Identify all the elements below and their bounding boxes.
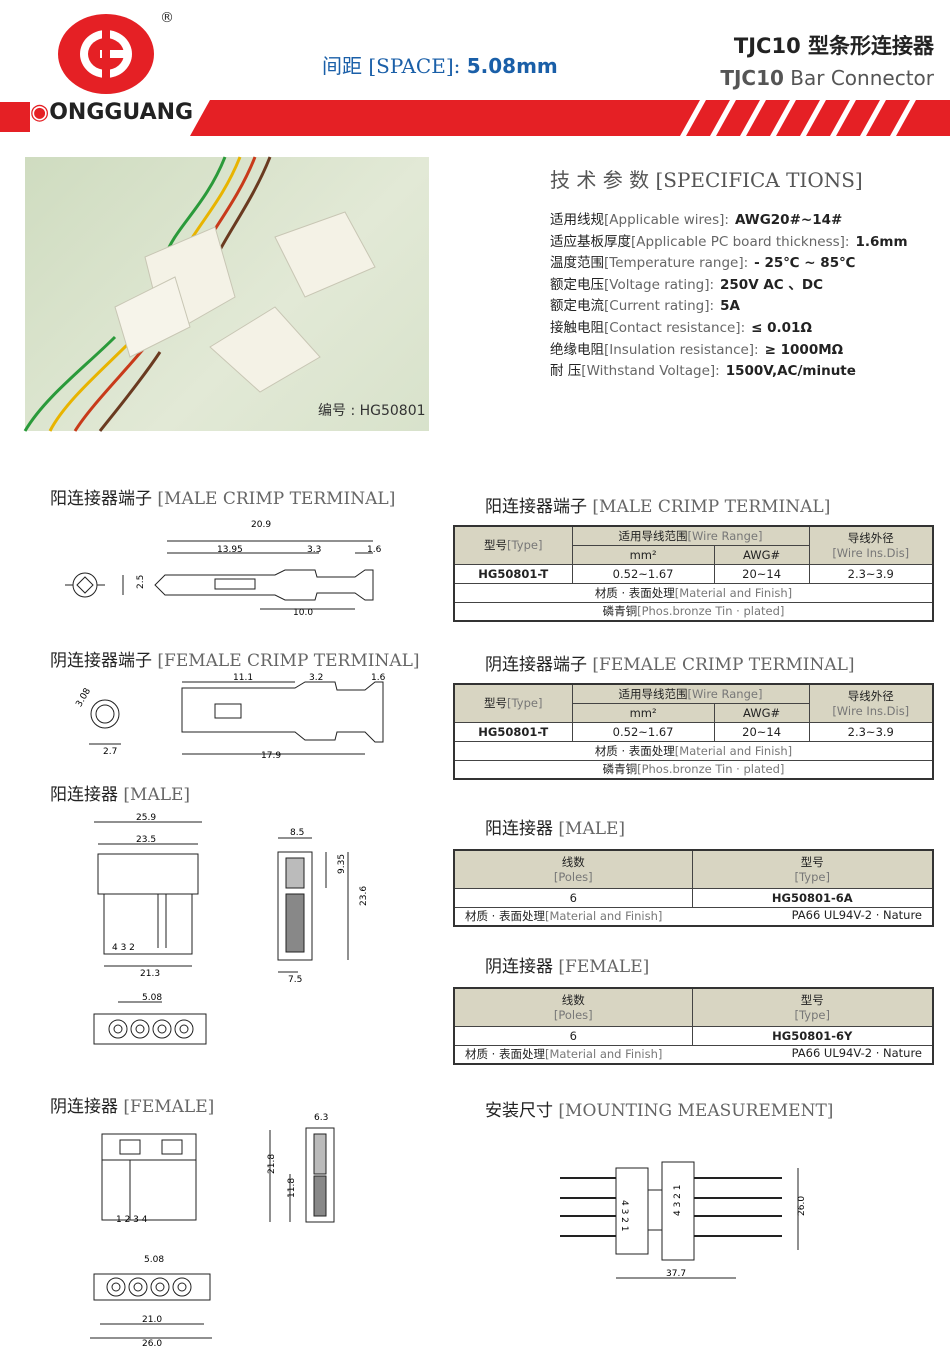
dim-mounting-width: 37.7 [666,1269,686,1279]
spec-row: 温度范围[Temperature range]: - 25℃ ~ 85℃ [550,251,855,271]
heading-female-right: 阴连接器 [FEMALE] [485,957,650,977]
heading-male-terminal-left: 阳连接器端子 [MALE CRIMP TERMINAL] [50,489,396,509]
female-terminal-drawing: 11.1 3.2 1.6 17.9 3.08 2.7 [74,673,386,761]
female-housing-table: 线数[Poles] 型号[Type] 6 HG50801-6Y 材质 · 表面处… [453,987,934,1065]
dim-female-d: 5.08 [144,1255,164,1265]
spec-value: 1.6mm [855,233,908,250]
dim-female-b: 21.8 [267,1154,277,1174]
spec-label-cn: 额定电压 [550,276,604,293]
heading-male-left: 阳连接器 [MALE] [50,785,191,805]
dim-female-a: 6.3 [314,1113,328,1123]
spec-label-en: [Applicable PC board thickness]: [631,233,850,250]
dim-female-terminal-c: 1.6 [371,673,386,683]
dim-female-terminal-f: 2.7 [103,747,117,757]
photo-model-label: 编号 : HG50801 [318,403,426,419]
dim-female-f: 26.0 [142,1339,162,1347]
spec-title: 技 术 参 数 [SPECIFICA TIONS] [550,168,863,192]
heading-mounting: 安装尺寸 [MOUNTING MEASUREMENT] [485,1101,834,1121]
spec-label-cn: 绝缘电阻 [550,341,604,358]
product-title-en: TJC10 Bar Connector [720,66,934,90]
spec-label-cn: 耐 压 [550,363,582,380]
spec-row: 额定电流[Current rating]: 5A [550,294,740,314]
dim-male-c: 21.3 [140,969,160,979]
spec-label-en: [Current rating]: [604,298,715,315]
spec-value: ≥ 1000MΩ [764,341,844,358]
spec-row: 绝缘电阻[Insulation resistance]: ≥ 1000MΩ [550,338,843,358]
spec-value: - 25℃ ~ 85℃ [754,255,856,272]
heading-male-terminal-right: 阳连接器端子 [MALE CRIMP TERMINAL] [485,497,831,517]
male-housing-drawing: 25.9 23.5 4 3 2 21.3 5.08 8.5 9.35 23.6 … [93,813,369,1045]
male-pin-numbers: 4 3 2 [112,943,135,953]
female-housing-drawing: 1 2 3 4 6.3 21.8 11.8 5.08 21.0 26.0 [90,1113,335,1347]
dim-male-terminal-b: 3.3 [307,545,321,555]
dim-female-terminal-d: 17.9 [261,751,281,761]
brand-name: ◉ONGGUANG [30,100,194,125]
spec-label-en: [Applicable wires]: [604,212,729,228]
spec-row: 适用线规[Applicable wires]: AWG20#~14# [550,208,842,228]
product-photo [23,156,429,432]
female-terminal-table: 型号[Type] 适用导线范围[Wire Range] 导线外径[Wire In… [453,683,934,780]
male-terminal-drawing: 20.9 13.95 3.3 1.6 10.0 2.5 [65,520,382,618]
heading-female-left: 阴连接器 [FEMALE] [50,1097,215,1117]
spec-row: 接触电阻[Contact resistance]: ≤ 0.01Ω [550,316,812,336]
dim-female-c: 11.8 [287,1178,297,1198]
spec-value: 250V AC 、DC [720,276,824,293]
mounting-pins-right: 4 3 2 1 [673,1185,683,1217]
dim-male-terminal-e: 2.5 [136,575,146,589]
dim-male-terminal-c: 1.6 [367,545,382,555]
dim-male-a: 25.9 [136,813,156,823]
dim-male-e: 8.5 [290,828,304,838]
spec-value: 1500V,AC/minute [725,363,856,380]
spec-label-en: [Contact resistance]: [604,320,746,336]
dim-male-g: 23.6 [359,886,369,906]
spec-label-en: [Insulation resistance]: [604,341,759,358]
spec-row: 额定电压[Voltage rating]: 250V AC 、DC [550,273,823,293]
heading-female-terminal-right: 阴连接器端子 [FEMALE CRIMP TERMINAL] [485,655,855,675]
spec-label-en: [Temperature range]: [604,255,749,272]
spec-value: 5A [720,298,740,315]
male-housing-table: 线数[Poles] 型号[Type] 6 HG50801-6A 材质 · 表面处… [453,849,934,927]
header-stripe [0,100,950,136]
product-title-cn: TJC10 型条形连接器 [733,34,934,58]
spec-label-en: [Voltage rating]: [604,276,715,293]
spec-label-cn: 适用线规 [550,212,604,228]
spec-row: 适应基板厚度[Applicable PC board thickness]: 1.… [550,230,908,250]
dim-female-terminal-e: 3.08 [74,686,93,709]
female-pin-numbers: 1 2 3 4 [116,1215,148,1225]
pitch-spacing: 间距 [SPACE]: 5.08mm [322,54,558,78]
dim-male-terminal-a: 13.95 [217,545,243,555]
dim-female-terminal-b: 3.2 [309,673,323,683]
dim-mounting-height: 26.0 [797,1196,807,1216]
spec-label-en: [Withstand Voltage]: [581,363,720,380]
spec-row: 耐 压[Withstand Voltage]: 1500V,AC/minute [550,359,856,379]
spec-value: AWG20#~14# [734,212,843,228]
brand-logo [58,14,154,94]
registered-mark: ® [160,10,174,26]
dim-male-d: 5.08 [142,993,162,1003]
dim-male-b: 23.5 [136,835,156,845]
dim-male-terminal-total: 20.9 [251,520,271,530]
spec-label-cn: 接触电阻 [550,320,604,336]
dim-female-terminal-a: 11.1 [233,673,253,683]
dim-male-h: 7.5 [288,975,302,985]
spec-label-cn: 温度范围 [550,255,604,272]
mounting-pins-left: 4 3 2 1 [619,1200,629,1232]
male-terminal-table: 型号[Type] 适用导线范围[Wire Range] 导线外径[Wire In… [453,525,934,622]
spec-label-cn: 适应基板厚度 [550,233,631,250]
spec-value: ≤ 0.01Ω [751,320,812,336]
dim-male-f: 9.35 [337,854,347,874]
heading-male-right: 阳连接器 [MALE] [485,819,626,839]
spec-label-cn: 额定电流 [550,298,604,315]
dim-female-e: 21.0 [142,1315,162,1325]
dim-male-terminal-d: 10.0 [293,608,313,618]
heading-female-terminal-left: 阴连接器端子 [FEMALE CRIMP TERMINAL] [50,651,420,671]
mounting-drawing: 4 3 2 1 4 3 2 1 37.7 26.0 [560,1161,807,1279]
